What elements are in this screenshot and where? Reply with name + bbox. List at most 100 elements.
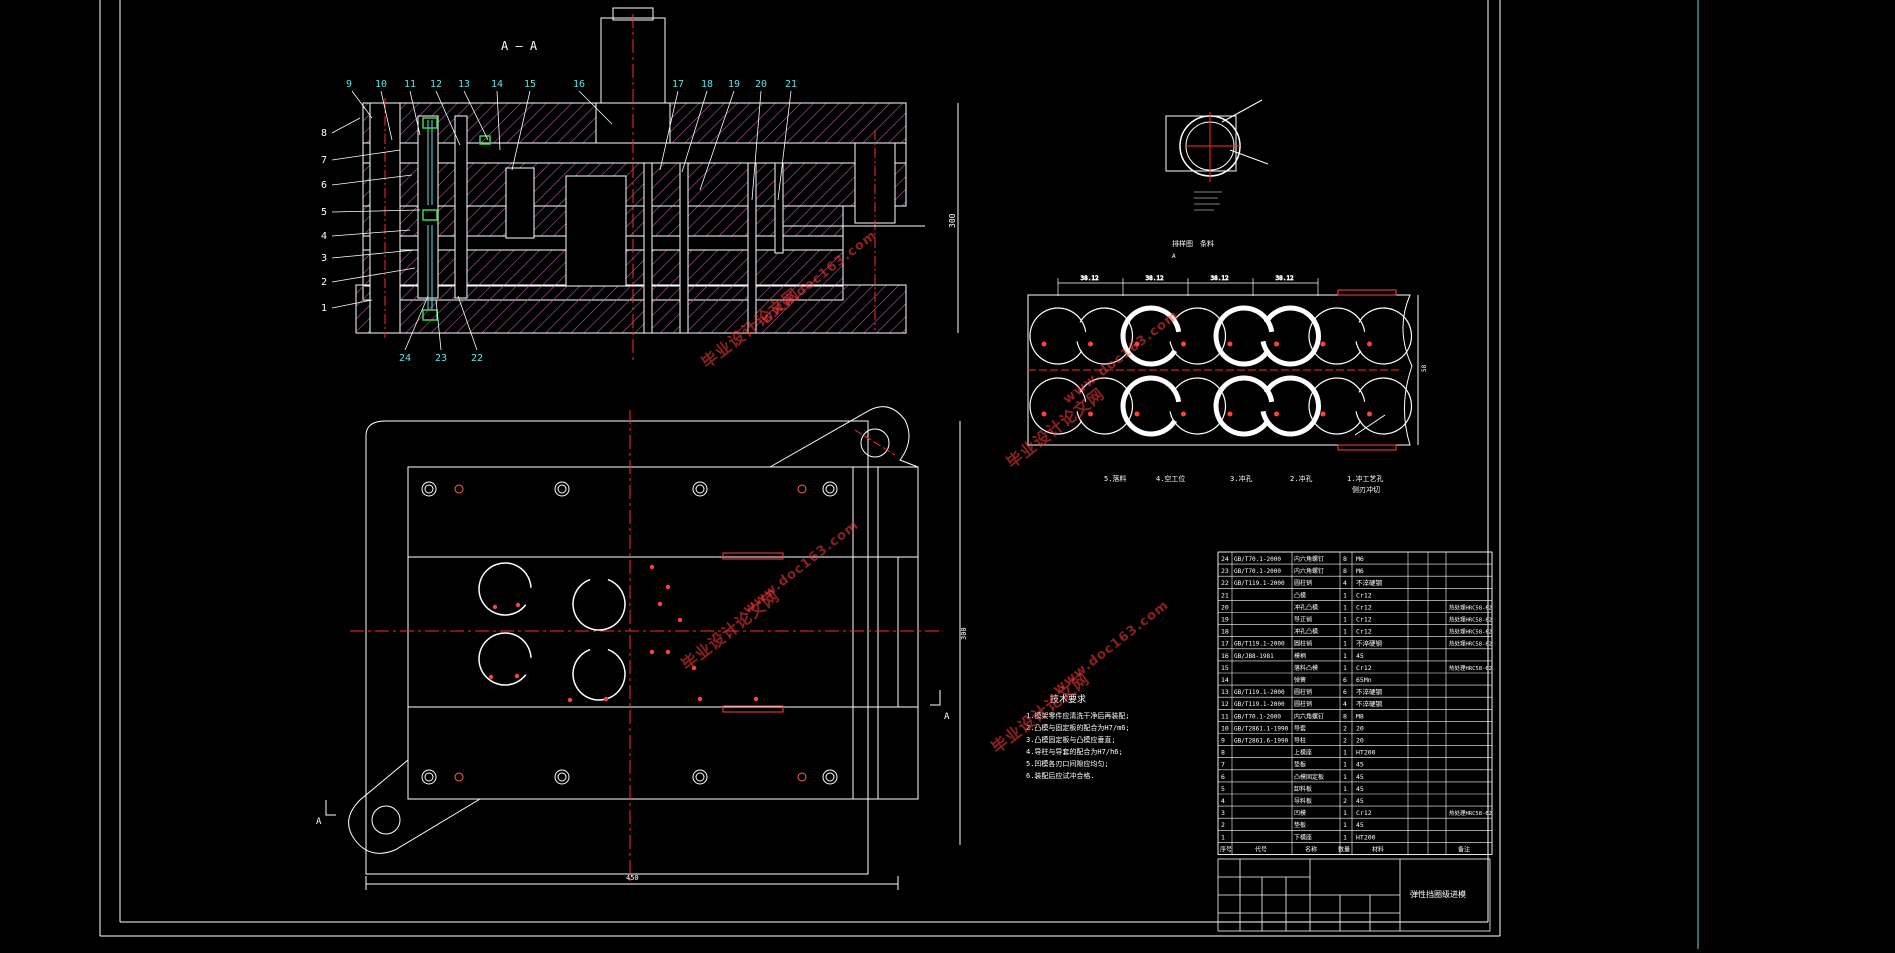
bom-no: 19 [1221, 616, 1229, 624]
strip-scale: A [1172, 253, 1176, 260]
pilot-hole-icon [1088, 341, 1093, 347]
bom-no: 1 [1221, 833, 1225, 841]
leader-line [435, 299, 442, 351]
bom-mat: Cr12 [1356, 809, 1372, 817]
part-number-top: 12 [430, 79, 442, 90]
bom-name: 卸料板 [1294, 785, 1312, 793]
strip-ring-part [1029, 377, 1087, 435]
dowel-pin-icon [454, 484, 464, 494]
pilot-hole-icon [1134, 341, 1140, 347]
leader-line [496, 90, 501, 151]
bom-qty: 1 [1343, 821, 1347, 829]
bom-mat: 不淬硬钢 [1356, 687, 1383, 696]
pilot-hole-icon [1088, 411, 1093, 417]
part-number-left: 4 [321, 231, 327, 242]
bom-mat: 20 [1356, 737, 1364, 745]
bom-mat: M8 [1356, 712, 1364, 720]
bom-mat: 不淬硬钢 [1356, 699, 1383, 708]
part-number-top: 19 [728, 79, 740, 90]
bom-name: 内六角螺钉 [1294, 555, 1324, 563]
ring-cutout [572, 648, 626, 701]
strip-ring-part [1169, 307, 1227, 365]
leader-line [659, 90, 679, 171]
bom-qty: 8 [1343, 712, 1347, 720]
bom-name: 导柱 [1294, 737, 1306, 745]
leader-line [331, 267, 416, 283]
bom-qty: 1 [1343, 591, 1347, 599]
pilot-hole-icon [1274, 411, 1279, 417]
part-number-left: 1 [321, 303, 327, 314]
part-number-top: 15 [524, 79, 536, 90]
strip-dim-text: 38.12 [1146, 275, 1164, 282]
punch-slot [747, 162, 757, 334]
strip-ring-part [1355, 377, 1413, 435]
lower-base-outline [365, 420, 869, 875]
strip-ring-part [1029, 307, 1087, 365]
screw-icon [822, 481, 838, 497]
bom-no: 10 [1221, 724, 1229, 732]
guide-hole-top [860, 428, 890, 458]
pilot-hole-icon [1227, 341, 1233, 347]
pilot-hole-icon [1274, 341, 1279, 347]
leader-line [409, 90, 421, 136]
pierce-hole-icon [665, 649, 671, 655]
strip-height-text: 58 [1421, 364, 1428, 372]
strip-side-cut [1337, 289, 1397, 296]
tech-title: 技术要求 [1050, 693, 1086, 705]
bom-qty: 4 [1343, 579, 1347, 587]
bom-std: GB/T70.1-2000 [1234, 556, 1281, 563]
pilot-hole-icon [1041, 341, 1047, 347]
strip-title: 排样图 [1172, 239, 1193, 248]
screw-head [424, 772, 434, 782]
blanking-punch [505, 167, 535, 239]
strip-ring-part [1120, 375, 1182, 437]
screw-head [695, 772, 705, 782]
leader-line [331, 229, 411, 237]
leader-line [751, 90, 762, 201]
bom-no: 18 [1221, 628, 1229, 636]
piercing-punch-small [679, 162, 689, 334]
technical-requirements: 技术要求 1.模架零件应清洗干净后再装配;2.凸模与固定板的配合为H7/m6;3… [1026, 693, 1130, 780]
part-number-top: 18 [701, 79, 713, 90]
bom-name: 下模座 [1294, 833, 1312, 841]
leader-line [404, 295, 429, 351]
strip-title-2: 条料 [1200, 239, 1214, 248]
bom-mat: Cr12 [1356, 603, 1372, 611]
pierce-hole-icon [514, 673, 520, 679]
bom-qty: 1 [1343, 664, 1347, 672]
part-number-top: 11 [404, 79, 416, 90]
bom-header: 材料 [1372, 845, 1384, 853]
guide-centerline-diag [854, 429, 896, 456]
bom-mat: 45 [1356, 761, 1364, 769]
section-arrow [325, 800, 336, 816]
lower-plate-outline [407, 706, 919, 800]
bom-name: 垫板 [1294, 761, 1306, 769]
strip-dim-text: 38.12 [1081, 275, 1099, 282]
bom-name: 圆柱销 [1294, 700, 1312, 708]
pilot-hole-icon [1227, 411, 1233, 417]
pin-cap [479, 135, 491, 145]
strip-ring-part [1308, 377, 1366, 435]
lower-die-base [355, 284, 907, 334]
bom-no: 8 [1221, 749, 1225, 757]
part-number-top: 16 [573, 79, 585, 90]
strip-step-label: 3.冲孔 [1230, 474, 1252, 483]
bom-name: 上模座 [1294, 749, 1312, 757]
title-block [1217, 858, 1491, 932]
bom-mat: Cr12 [1356, 616, 1372, 624]
leader-line [699, 90, 735, 191]
bom-no: 7 [1221, 761, 1225, 769]
strip-ring-part [1213, 305, 1275, 367]
bom-qty: 8 [1343, 555, 1347, 563]
